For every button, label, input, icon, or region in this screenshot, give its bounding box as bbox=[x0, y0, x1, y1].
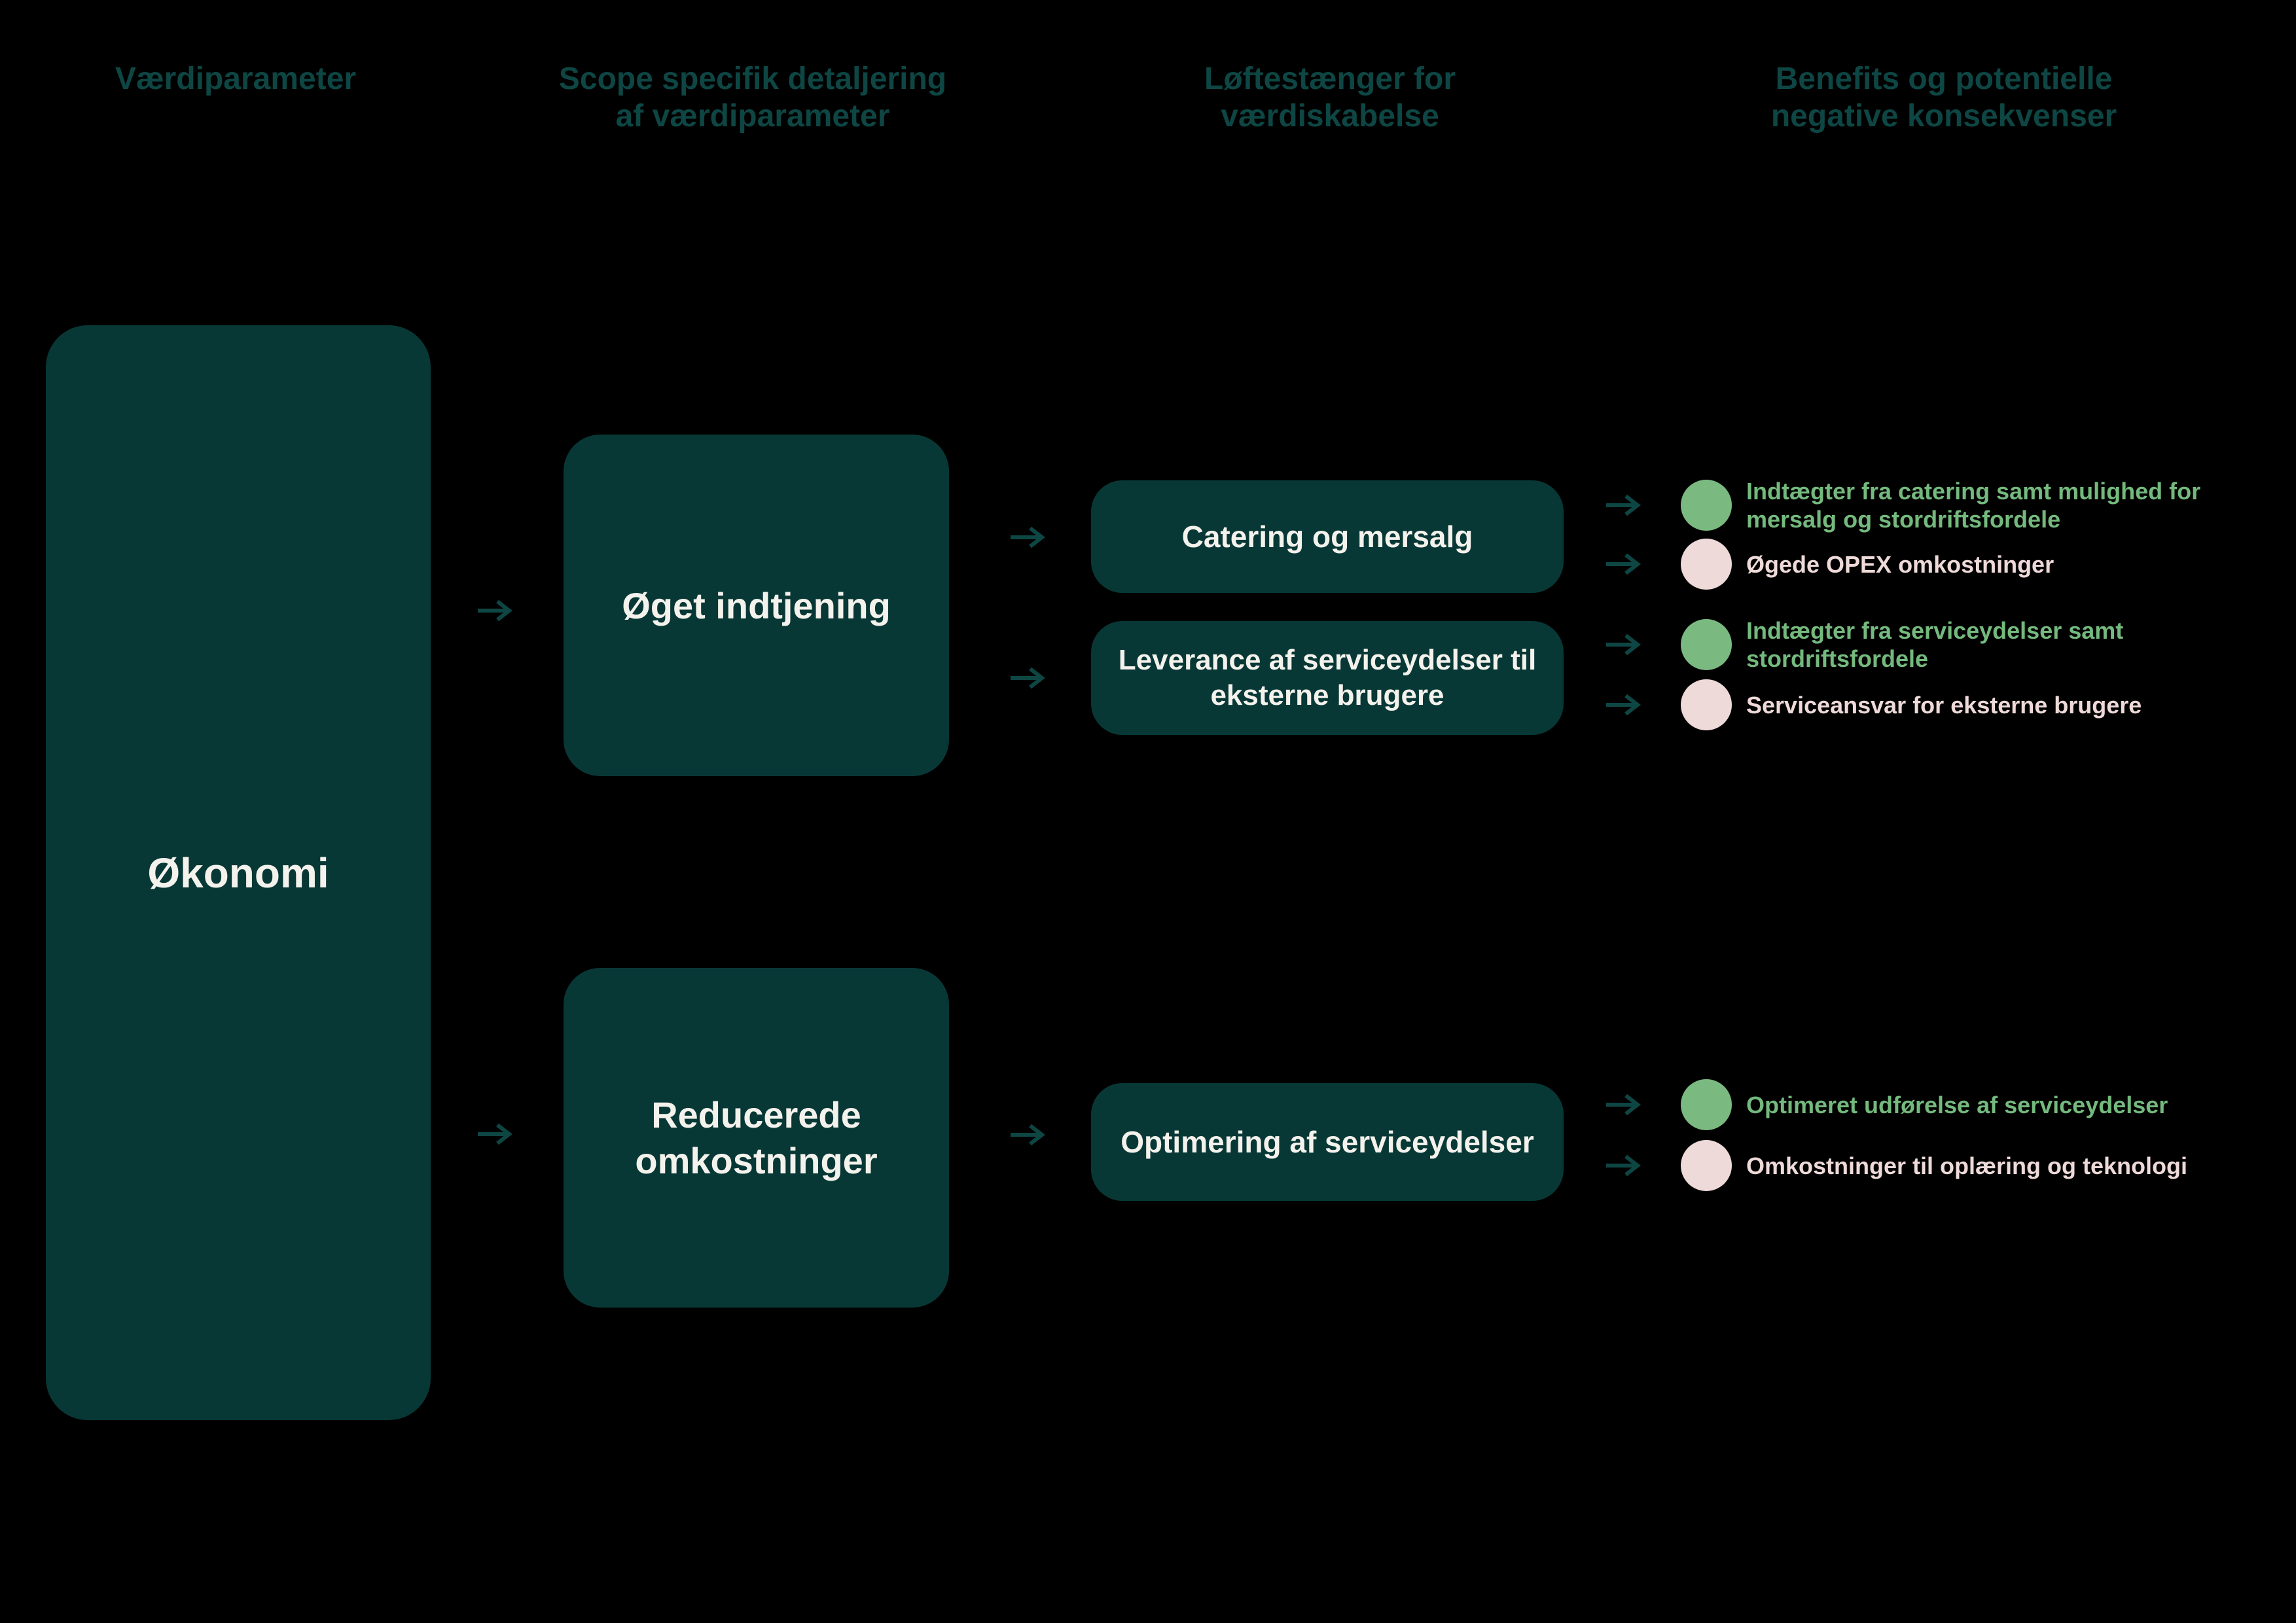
benefit-row: Øgede OPEX omkostninger bbox=[1605, 531, 2054, 597]
benefit-label: Øgede OPEX omkostninger bbox=[1746, 550, 2054, 578]
benefit-label: Indtægter fra catering samt mulighed for… bbox=[1746, 478, 2201, 533]
benefit-label: Optimeret udførelse af serviceydelser bbox=[1746, 1091, 2168, 1118]
node-optimering-serviceydelser-label: Optimering af serviceydelser bbox=[1121, 1125, 1534, 1159]
arrow-right-icon bbox=[478, 1123, 512, 1145]
benefit-row: Omkostninger til oplæring og teknologi bbox=[1605, 1133, 2187, 1198]
benefit-row: Indtægter fra serviceydelser samt stordr… bbox=[1605, 612, 2123, 677]
arrow-right-icon bbox=[1011, 667, 1045, 689]
benefit-row: Serviceansvar for eksterne brugere bbox=[1605, 672, 2142, 738]
node-oget-indtjening: Øget indtjening bbox=[564, 435, 949, 776]
arrow-right-icon bbox=[1011, 1124, 1045, 1146]
node-reducerede-omkostninger-label: Reducerede omkostninger bbox=[635, 1094, 878, 1181]
column-header-loftestaenger: Løftestænger for værdiskabelse bbox=[1204, 62, 1456, 134]
node-okonomi: Økonomi bbox=[46, 325, 431, 1420]
arrow-right-icon bbox=[1606, 694, 1641, 716]
benefit-positive-dot bbox=[1681, 480, 1732, 531]
benefit-negative-dot bbox=[1681, 539, 1732, 590]
arrow-right-icon bbox=[1606, 494, 1641, 516]
arrow-right-icon bbox=[1606, 1094, 1641, 1116]
node-reducerede-omkostninger: Reducerede omkostninger bbox=[564, 968, 949, 1308]
node-oget-indtjening-label: Øget indtjening bbox=[622, 584, 891, 626]
benefit-negative-dot bbox=[1681, 679, 1732, 730]
benefit-negative-dot bbox=[1681, 1140, 1732, 1191]
benefit-label: Omkostninger til oplæring og teknologi bbox=[1746, 1152, 2187, 1179]
column-header-scope-detaljering: Scope specifik detaljering af værdiparam… bbox=[558, 62, 947, 134]
node-catering-og-mersalg: Catering og mersalg bbox=[1091, 480, 1564, 593]
benefit-positive-dot bbox=[1681, 619, 1732, 670]
node-leverance-serviceydelser: Leverance af serviceydelser til eksterne… bbox=[1091, 621, 1564, 735]
benefit-positive-dot bbox=[1681, 1079, 1732, 1130]
benefit-row: Optimeret udførelse af serviceydelser bbox=[1605, 1072, 2168, 1137]
node-leverance-serviceydelser-label: Leverance af serviceydelser til eksterne… bbox=[1118, 644, 1537, 711]
node-catering-og-mersalg-label: Catering og mersalg bbox=[1181, 520, 1473, 554]
column-header-benefits: Benefits og potentielle negative konsekv… bbox=[1770, 62, 2117, 134]
arrow-right-icon bbox=[1011, 526, 1045, 548]
column-header-vaerdiparameter: Værdiparameter bbox=[115, 62, 357, 96]
arrow-right-icon bbox=[478, 599, 512, 622]
benefit-label: Serviceansvar for eksterne brugere bbox=[1746, 691, 2142, 719]
benefit-row: Indtægter fra catering samt mulighed for… bbox=[1605, 473, 2200, 538]
arrow-right-icon bbox=[1606, 553, 1641, 575]
node-optimering-serviceydelser: Optimering af serviceydelser bbox=[1091, 1083, 1564, 1201]
node-okonomi-label: Økonomi bbox=[147, 849, 329, 897]
benefit-label: Indtægter fra serviceydelser samt stordr… bbox=[1746, 617, 2124, 672]
arrow-right-icon bbox=[1606, 1154, 1641, 1177]
arrow-right-icon bbox=[1606, 633, 1641, 656]
